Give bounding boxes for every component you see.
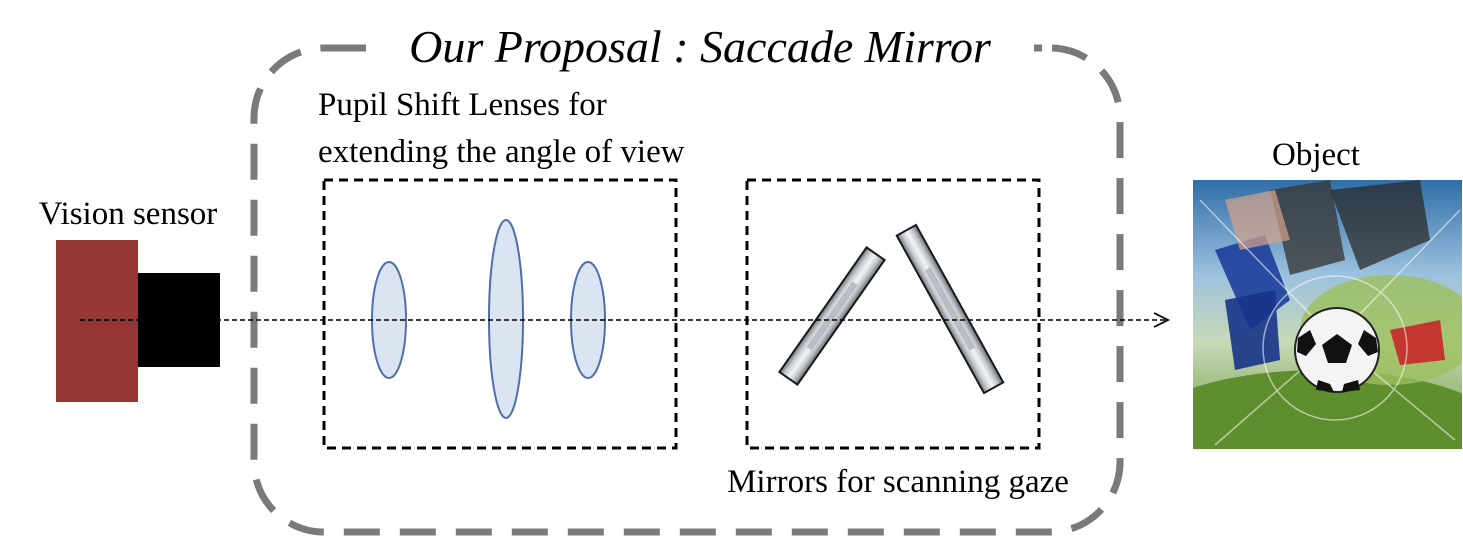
object-label: Object [1272, 137, 1360, 173]
mirrors-box [745, 178, 1041, 450]
soccer-ball-photo [1193, 180, 1462, 449]
lenses-label-line2: extending the angle of view [318, 134, 685, 170]
mirror-2 [895, 223, 1005, 395]
vision-sensor-body [56, 240, 138, 402]
lens-2 [488, 219, 524, 419]
title-background [368, 18, 1032, 78]
mirror-1 [778, 246, 886, 386]
vision-sensor-label: Vision sensor [39, 196, 218, 232]
diagram-title: Our Proposal : Saccade Mirror [409, 21, 992, 72]
arrow-right-icon [1153, 312, 1171, 328]
mirrors-label: Mirrors for scanning gaze [727, 464, 1069, 500]
lenses-label-line1: Pupil Shift Lenses for [318, 87, 607, 123]
lenses-box [322, 178, 678, 450]
